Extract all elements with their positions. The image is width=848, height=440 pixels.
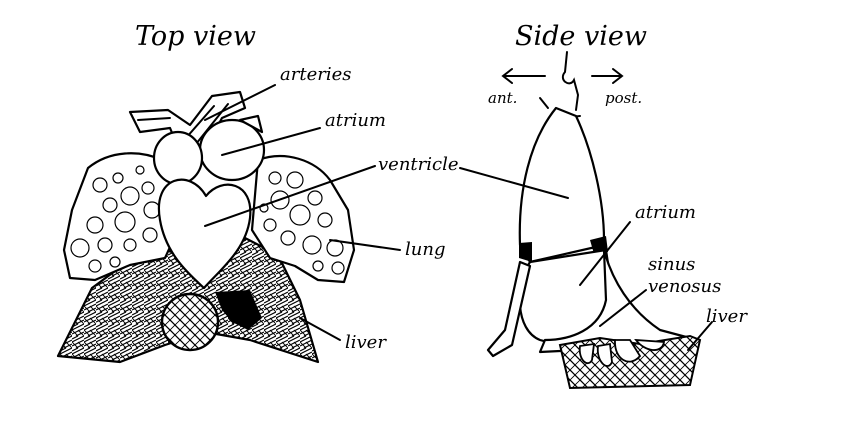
- top-view-label-arteries: arteries: [280, 64, 351, 85]
- top-view-arteries-leader: [204, 84, 276, 121]
- top-view-atrium-left: [152, 130, 204, 186]
- top-view-lung-leader: [329, 239, 401, 251]
- top-view: Top view: [56, 21, 459, 364]
- top-view-arteries: [128, 90, 247, 154]
- side-view-sinus-fingers: [578, 338, 666, 367]
- top-view-atrium-notch: [238, 114, 264, 134]
- side-view-atrium-leader: [579, 221, 631, 286]
- top-view-liver-nodule: [160, 292, 220, 352]
- top-view-dark-patch: [215, 290, 262, 330]
- side-view-ventricle: [518, 106, 606, 264]
- side-view-label-sinus: sinus: [648, 254, 695, 275]
- side-view-band-left: [519, 242, 532, 262]
- top-view-label-ventricle: ventricle: [378, 154, 459, 175]
- top-view-ventricle: [157, 178, 252, 290]
- side-view-anterior-label: ant.: [488, 89, 517, 107]
- side-view-liver-leader: [687, 321, 713, 351]
- side-view-artery-tube: [486, 260, 532, 358]
- side-view-label-liver: liver: [706, 306, 748, 327]
- top-view-atrium-leader: [221, 127, 321, 156]
- side-view-ventricle-leader: [459, 167, 569, 199]
- anterior-arrow: [501, 68, 546, 84]
- posterior-arrow: [591, 68, 624, 84]
- side-view-label-atrium: atrium: [635, 202, 696, 223]
- side-view: Side view ant. post.: [459, 21, 748, 390]
- top-view-liver-leader: [299, 317, 341, 341]
- side-view-title: Side view: [515, 21, 647, 52]
- top-view-label-atrium: atrium: [325, 110, 386, 131]
- side-view-posterior-label: post.: [605, 89, 642, 107]
- top-view-title: Top view: [135, 21, 256, 52]
- top-view-label-liver: liver: [345, 332, 387, 353]
- top-view-lung-bubbles: [70, 165, 345, 275]
- side-view-top-loop: [539, 51, 581, 119]
- side-view-sinus-leader: [599, 289, 647, 327]
- top-view-ventricle-leader: [204, 165, 376, 227]
- side-view-label-venosus: venosus: [648, 276, 721, 297]
- top-view-label-lung: lung: [405, 239, 445, 260]
